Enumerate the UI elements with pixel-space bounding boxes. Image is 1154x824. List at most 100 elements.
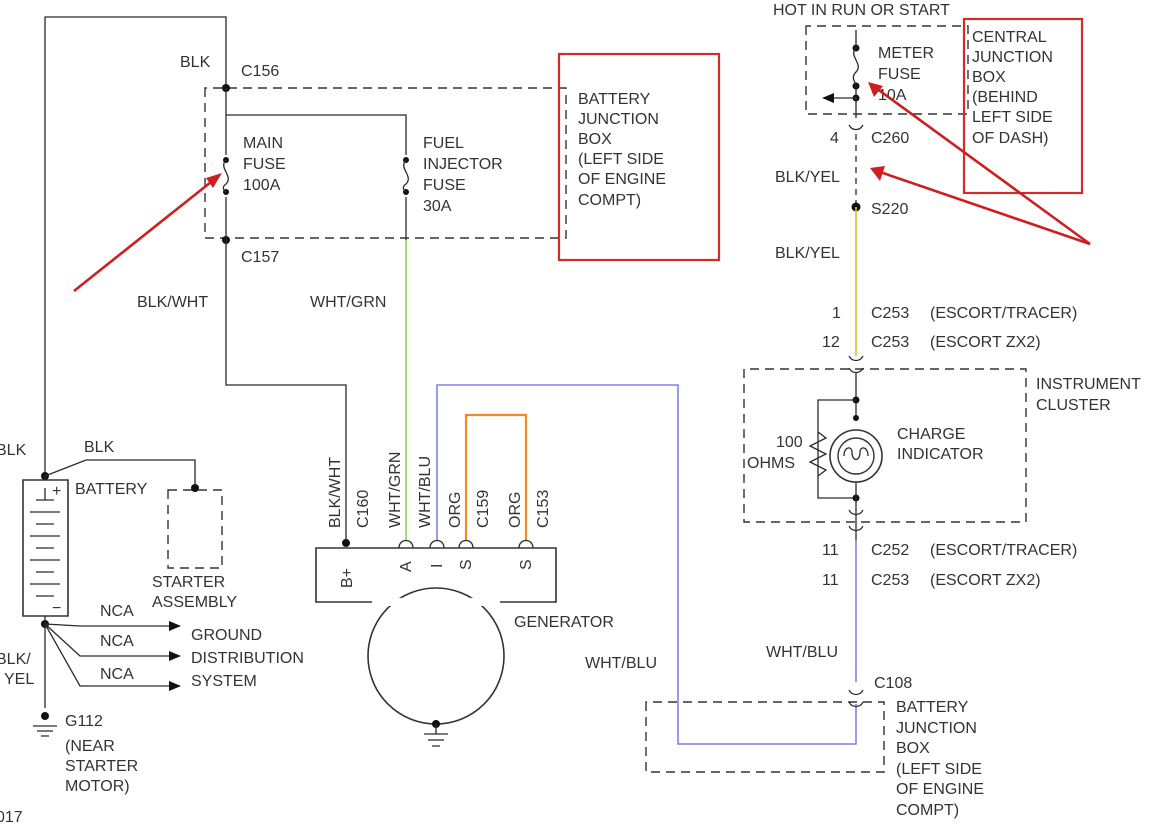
central-junction-box <box>805 25 969 131</box>
battery-minus: − <box>52 600 61 617</box>
cluster-title-1: INSTRUMENT <box>1036 376 1141 393</box>
connector-c108: C108 <box>874 675 912 692</box>
fuel-fuse-label-3: FUSE <box>423 177 466 194</box>
gen-wire-label-4: ORG <box>447 492 464 528</box>
bjb-top-label-box <box>557 52 721 262</box>
connector-c260: C260 <box>871 130 909 147</box>
starter-symbol <box>167 489 223 569</box>
cjb-label-2: JUNCTION <box>972 49 1053 66</box>
bjb-top-label-4: (LEFT SIDE <box>578 151 664 168</box>
lower-junction-box <box>645 689 885 773</box>
starter-label-2: ASSEMBLY <box>152 594 237 611</box>
fuel-fuse-label-4: 30A <box>423 198 452 215</box>
cjb-label-4: (BEHIND <box>972 89 1038 106</box>
gen-wire-label-3: WHT/BLU <box>417 456 434 528</box>
c260-pin: 4 <box>830 130 839 147</box>
cjb-label-box <box>962 17 1084 195</box>
c253-bottom-pin-2: 11 <box>822 572 839 589</box>
battery-ground-wire-2: YEL <box>4 671 34 688</box>
gen-wire-conn-4: C159 <box>475 490 492 528</box>
cjb-header: HOT IN RUN OR START <box>773 2 950 19</box>
ground-g112-id: G112 <box>65 713 103 730</box>
main-fuse-label-3: 100A <box>243 177 281 194</box>
c253-bottom-note-2: (ESCORT ZX2) <box>930 572 1041 589</box>
fuel-fuse-label-1: FUEL <box>423 135 464 152</box>
fuel-fuse-label-2: INJECTOR <box>423 156 503 173</box>
battery-label: BATTERY <box>75 481 148 498</box>
meter-fuse-label-1: METER <box>878 45 934 62</box>
c253-top-conn-2: C253 <box>871 334 909 351</box>
wire-label-blk-top: BLK <box>180 54 211 71</box>
lower-bjb-label-6: COMPT) <box>896 802 959 819</box>
c252-bottom-conn-1: C252 <box>871 542 909 559</box>
gen-wire-label-2: WHT/GRN <box>387 452 404 528</box>
gen-wire-conn-5: C153 <box>535 490 552 528</box>
lamp-label-2: INDICATOR <box>897 446 984 463</box>
bjb-top-label-2: JUNCTION <box>578 111 659 128</box>
instrument-cluster-box <box>743 355 1027 540</box>
org-wires <box>464 413 528 541</box>
c253-top-note-1: (ESCORT/TRACER) <box>930 305 1077 322</box>
c253-top-conn-1: C253 <box>871 305 909 322</box>
cjb-label-1: CENTRAL <box>972 29 1047 46</box>
cluster-title-2: CLUSTER <box>1036 397 1111 414</box>
main-fuse-symbol <box>216 155 236 197</box>
c253-top-note-2: (ESCORT ZX2) <box>930 334 1041 351</box>
wire-label-wht-blu-left: WHT/BLU <box>585 655 657 672</box>
ground-g112-note-2: STARTER <box>65 758 138 775</box>
fuel-fuse-symbol <box>396 155 416 197</box>
c252-bottom-pin-1: 11 <box>822 542 839 559</box>
meter-fuse-label-3: 10A <box>878 87 907 104</box>
cjb-label-3: BOX <box>972 69 1006 86</box>
c253-bottom-conn-2: C253 <box>871 572 909 589</box>
wire-label-blk-yel-1: BLK/YEL <box>775 169 840 186</box>
battery-ground-wire-1: BLK/ <box>0 651 31 668</box>
c253-top-pin-1: 1 <box>832 305 841 322</box>
gen-terminal-2: A <box>398 561 415 572</box>
figure-number: 017 <box>0 809 23 824</box>
blk-wht-wire <box>225 240 347 541</box>
bjb-top-label-5: OF ENGINE <box>578 171 666 188</box>
main-fuse-label-1: MAIN <box>243 135 283 152</box>
ground-g112-note-3: MOTOR) <box>65 778 130 795</box>
gen-terminal-5: S <box>518 559 535 570</box>
splice-s220: S220 <box>871 201 908 218</box>
generator-symbol <box>315 539 557 747</box>
resistor-label-1: 100 <box>776 434 803 451</box>
wire-label-blk-wht: BLK/WHT <box>137 294 208 311</box>
meter-fuse-label-2: FUSE <box>878 66 921 83</box>
nca-label-3: NCA <box>100 666 134 683</box>
connector-c156: C156 <box>241 63 279 80</box>
ground-g112-note-1: (NEAR <box>65 738 115 755</box>
gen-terminal-3: I <box>429 564 446 568</box>
ground-distribution-leads <box>44 621 181 691</box>
lower-bjb-label-4: (LEFT SIDE <box>896 761 982 778</box>
blk-yel-wire-dashed <box>851 134 861 212</box>
generator-label: GENERATOR <box>514 614 614 631</box>
lower-bjb-label-1: BATTERY <box>896 699 969 716</box>
wire-label-wht-blu-right: WHT/BLU <box>766 644 838 661</box>
nca-label-2: NCA <box>100 633 134 650</box>
lower-bjb-label-5: OF ENGINE <box>896 781 984 798</box>
bjb-top-label-3: BOX <box>578 131 612 148</box>
wire-label-blk-yel-2: BLK/YEL <box>775 245 840 262</box>
c252-bottom-note-1: (ESCORT/TRACER) <box>930 542 1077 559</box>
c253-top-pin-2: 12 <box>822 334 840 351</box>
bjb-top-label-6: COMPT) <box>578 192 641 209</box>
blk-feed-wire <box>44 16 227 478</box>
ground-dist-label-1: GROUND <box>191 627 262 644</box>
cjb-label-5: LEFT SIDE <box>972 109 1053 126</box>
battery-plus: + <box>52 483 61 500</box>
gen-wire-conn-1: C160 <box>355 490 372 528</box>
gen-wire-label-1: BLK/WHT <box>327 457 344 528</box>
red-arrows-cjb <box>868 82 1091 246</box>
wht-blu-wire <box>436 384 857 745</box>
lamp-label-1: CHARGE <box>897 426 965 443</box>
ground-dist-label-2: DISTRIBUTION <box>191 650 304 667</box>
gen-terminal-4: S <box>458 559 475 570</box>
main-fuse-label-2: FUSE <box>243 156 286 173</box>
lower-bjb-label-3: BOX <box>896 740 930 757</box>
wire-label-blk-starter: BLK <box>84 439 115 456</box>
starter-label-1: STARTER <box>152 574 225 591</box>
